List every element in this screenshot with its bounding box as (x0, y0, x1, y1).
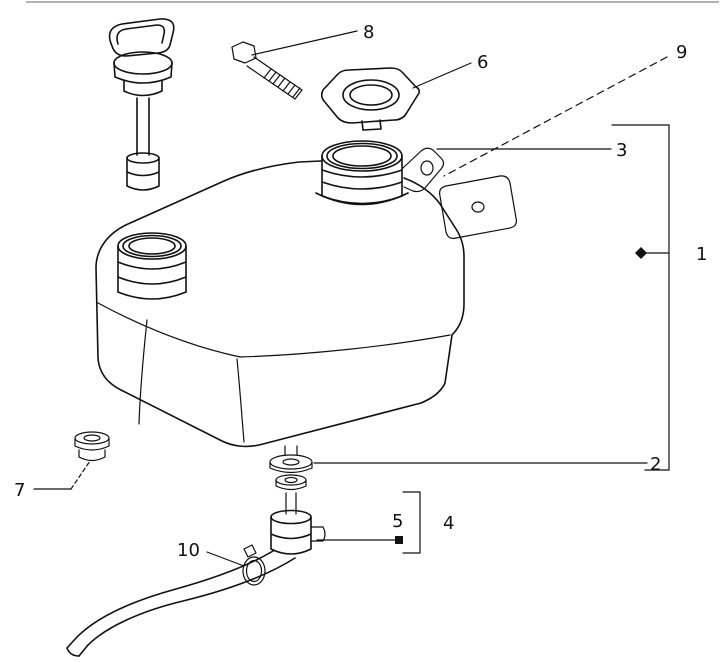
leader-line-6 (412, 62, 472, 89)
bolt-head (231, 41, 257, 64)
part-label-6: 6 (477, 52, 488, 73)
part-label-3: 3 (616, 140, 627, 161)
bracket-hole (420, 160, 434, 176)
leader-line-9 (443, 56, 668, 177)
clamp-screw (243, 544, 257, 558)
plate-hole (471, 201, 485, 213)
hose-clamp (242, 544, 266, 586)
part-label-1: 1 (696, 244, 707, 265)
part-labels: 8 6 9 3 1 2 7 5 4 10 (14, 22, 707, 561)
dipstick-cap-top (113, 51, 173, 75)
outlet-washers (269, 445, 313, 491)
left-filler-neck (117, 232, 187, 300)
bolt-shaft (246, 56, 303, 100)
part-label-5: 5 (392, 511, 403, 532)
square-marker-4 (395, 536, 403, 544)
mounting-plate (439, 175, 517, 239)
part-label-10: 10 (177, 540, 200, 561)
rubber-grommet (74, 431, 110, 462)
part-label-4: 4 (443, 513, 454, 534)
dipstick-stem (136, 97, 150, 156)
dipstick-assembly (108, 18, 175, 191)
group-bracket-5 (402, 491, 421, 554)
bolt-threads (263, 68, 301, 98)
tank-outline (95, 160, 465, 448)
dipstick-handle (108, 18, 175, 57)
part-label-2: 2 (650, 454, 661, 475)
leader-line-10 (206, 551, 245, 567)
part-label-8: 8 (363, 22, 374, 43)
right-filler-neck (315, 140, 409, 206)
part-label-9: 9 (676, 42, 687, 63)
part-label-7: 7 (14, 480, 25, 501)
bolt (231, 41, 303, 100)
tank-body (95, 160, 465, 448)
outlet-fitting (270, 492, 326, 555)
dipstick-end-cylinder (126, 157, 160, 191)
leader-line-7-dashed (70, 460, 91, 490)
filler-cap (320, 67, 420, 131)
diamond-marker-1 (635, 247, 647, 259)
group-bracket-1 (611, 124, 670, 471)
leader-line-8 (251, 30, 358, 56)
mounting-bracket (402, 147, 445, 193)
